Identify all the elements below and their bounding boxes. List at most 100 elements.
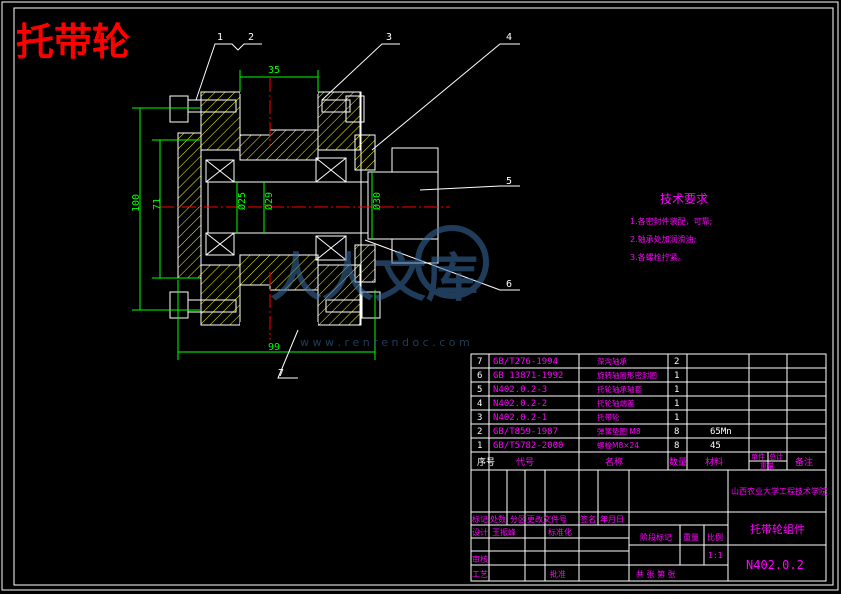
bom-cell-name: 旋转轴唇形密封圈	[597, 370, 657, 380]
tb-mark: 标记	[472, 514, 488, 524]
bom-cell-qty: 1	[674, 371, 679, 381]
watermark-text: 人人文库	[270, 249, 478, 309]
tech-item-2: 2.轴承处加润滑油;	[630, 234, 696, 244]
bom-cell-code: GB 13871-1992	[493, 371, 563, 381]
tb-zone: 分区	[510, 515, 526, 524]
bom-h-mat: 材料	[705, 456, 723, 468]
callout-leaders	[195, 43, 520, 379]
title-block-grid	[470, 469, 827, 582]
bom-h-code: 代号	[516, 457, 534, 468]
bom-cell-qty: 1	[674, 385, 679, 395]
bom-cell-no: 3	[477, 413, 482, 423]
dim-99: 99	[268, 342, 280, 353]
tb-school: 山西农业大学工程技术学院	[731, 486, 827, 496]
assembly-section	[160, 60, 450, 340]
bom-cell-no: 4	[477, 399, 482, 409]
callout-6: 6	[506, 279, 512, 290]
bom-cell-code: N402.0.2-2	[493, 399, 547, 409]
tech-item-1: 1.各密封件装配，可靠;	[630, 216, 712, 226]
bom-cell-qty: 8	[674, 441, 679, 451]
tb-approve: 批准	[550, 569, 566, 579]
bom-h-qty: 数量	[669, 456, 687, 468]
inner-frame	[13, 7, 834, 586]
bom-cell-name: 螺栓M8×24	[597, 440, 639, 450]
bom-h-single: 单件	[751, 452, 765, 461]
callout-1: 1	[217, 32, 223, 43]
tb-sign: 签名	[580, 514, 596, 524]
tb-design: 设计	[472, 527, 488, 537]
callout-4: 4	[506, 32, 512, 43]
right-cap-bottom	[354, 244, 376, 283]
bolts	[169, 95, 381, 319]
dim-71: 71	[152, 198, 163, 210]
bom-header: 序号 代号 名称 数量 材料 单件 总计 重量 备注	[477, 452, 813, 470]
bom-cell-code: N402.0.2-1	[493, 413, 547, 423]
bom-cell-mat: 65Mn	[710, 427, 732, 437]
bom-cell-no: 5	[477, 385, 482, 395]
center-lines	[160, 78, 450, 340]
dim-35: 35	[268, 65, 280, 76]
tb-date: 年月日	[600, 514, 624, 524]
tb-std: 标准化	[548, 527, 572, 537]
bom-cell-code: GB/T276-1994	[493, 357, 558, 367]
dimension-lines	[132, 70, 376, 360]
bom-cell-code: GB/T859-1987	[493, 427, 558, 437]
bom-cell-no: 7	[477, 357, 482, 367]
tb-process: 工艺	[472, 570, 488, 579]
bom-cell-no: 6	[477, 371, 482, 381]
dim-100: 100	[131, 194, 142, 212]
tb-weight: 重量	[683, 532, 699, 542]
bom-cell-name: 托带轮	[597, 412, 620, 422]
bom-cell-no: 1	[477, 441, 482, 451]
bom-h-note: 备注	[795, 456, 813, 468]
bom-table	[470, 353, 827, 471]
bom-cell-no: 2	[477, 427, 482, 437]
bom-cell-code: GB/T5782-2000	[493, 441, 563, 451]
dim-25: Ø25	[236, 192, 248, 210]
bom-cell-name: 弹簧垫圈 M8	[597, 426, 641, 436]
bearing-left	[205, 159, 235, 256]
bom-cell-name: 深沟轴承	[597, 356, 627, 366]
watermark: 人人文库 w w w . r e n r e n d o c . c o m	[270, 225, 489, 349]
drawing-title: 托带轮	[16, 19, 130, 64]
bom-cell-qty: 1	[674, 399, 679, 409]
bom-cell-qty: 1	[674, 413, 679, 423]
tech-requirements: 技术要求 1.各密封件装配，可靠; 2.轴承处加润滑油; 3.各螺栓拧紧。	[630, 192, 712, 262]
bom-h-total: 总计	[769, 452, 783, 461]
tb-part-name: 托带轮组件	[750, 522, 805, 536]
tb-sheets: 共 张 第 张	[636, 569, 676, 579]
end-cap	[177, 132, 202, 279]
bearing-right	[315, 157, 347, 261]
tb-count: 处数	[490, 514, 506, 524]
title-block-text: 山西农业大学工程技术学院 托带轮组件 N402.0.2 1:1 标记 处数 分区…	[472, 486, 827, 579]
bom-h-no: 序号	[477, 456, 495, 468]
bom-h-weight: 重量	[760, 462, 774, 470]
bom-rows: 7 GB/T276-1994 深沟轴承 2 6 GB 13871-1992 旋转轴唇形密封圈…	[471, 356, 826, 453]
tb-scale-label: 比例	[707, 532, 723, 542]
right-cap-top	[354, 134, 376, 171]
bom-cell-name: 托轮轴端盖	[597, 398, 635, 408]
tb-change-doc: 更改文件号	[527, 514, 567, 524]
tb-stage: 阶段标记	[640, 532, 672, 542]
tech-item-3: 3.各螺栓拧紧。	[630, 252, 686, 262]
watermark-url: w w w . r e n r e n d o c . c o m	[300, 336, 470, 349]
bom-h-name: 名称	[605, 456, 623, 468]
bom-cell-code: N402.0.2-3	[493, 385, 547, 395]
bom-cell-qty: 8	[674, 427, 679, 437]
bom-cell-name: 托轮轴承轴套	[597, 384, 642, 394]
dim-29: Ø29	[263, 192, 275, 210]
tech-title: 技术要求	[660, 192, 708, 206]
tb-scale: 1:1	[708, 551, 723, 560]
callout-2: 2	[248, 32, 254, 43]
bom-cell-qty: 2	[674, 357, 679, 367]
dim-30: Ø30	[371, 192, 383, 210]
callout-3: 3	[386, 32, 392, 43]
tb-drawing-no: N402.0.2	[746, 558, 804, 572]
bom-cell-mat: 45	[710, 441, 721, 451]
tb-designer: 王振峰	[492, 527, 516, 537]
callout-7: 7	[278, 368, 284, 379]
callout-5: 5	[506, 176, 512, 187]
tb-review: 审核	[472, 554, 488, 564]
